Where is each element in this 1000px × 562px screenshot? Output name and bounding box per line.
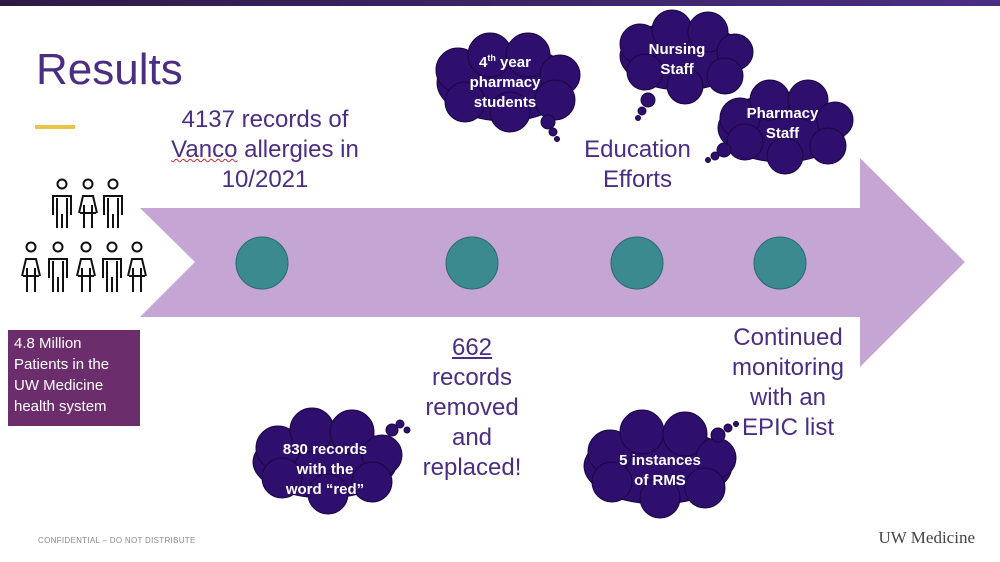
cloud-pharm-students-text: 4th year pharmacy students <box>455 48 555 113</box>
records-line-3: 10/2021 <box>221 166 309 193</box>
removed-line-5: replaced! <box>422 454 522 481</box>
patients-line-1: 4.8 Million <box>14 335 82 352</box>
records-text: 4137 records of Vanco allergies in 10/20… <box>165 105 365 195</box>
people-group-icon <box>21 178 147 292</box>
cloud-pharmacy-staff <box>705 79 854 175</box>
patients-line-4: health system <box>14 398 107 415</box>
patients-line-3: UW Medicine <box>14 377 104 394</box>
education-line-1: Education <box>584 136 691 163</box>
cloud-rms-line-1: 5 instances <box>619 452 701 469</box>
removed-line-3: removed <box>425 394 519 421</box>
cloud-rms-line-2: of RMS <box>634 472 686 489</box>
patients-line-2: Patients in the <box>14 356 110 373</box>
cloud-pharm-line-3: students <box>473 94 537 111</box>
timeline-node-4 <box>753 236 807 290</box>
cloud-nursing-line-2: Staff <box>660 61 694 78</box>
cloud-pharm-students <box>435 32 581 142</box>
cloud-rms <box>583 409 739 519</box>
timeline-node-1 <box>235 236 289 290</box>
education-text: Education Efforts <box>575 135 700 195</box>
records-line-2-rest: allergies in <box>237 136 359 163</box>
cloud-nursing-text: Nursing Staff <box>632 40 722 80</box>
timeline-arrow <box>140 158 965 367</box>
monitor-line-4: EPIC list <box>741 414 834 441</box>
removed-line-4: and <box>451 424 493 451</box>
cloud-pharmacy-staff-text: Pharmacy Staff <box>735 104 830 144</box>
cloud-pharmacy-line-2: Staff <box>765 125 800 142</box>
vanco-word: Vanco <box>171 136 238 163</box>
cloud-rms-text: 5 instances of RMS <box>605 451 715 491</box>
cloud-nursing-line-1: Nursing <box>648 41 706 58</box>
removed-line-2: records <box>431 364 513 391</box>
records-line-1: 4137 records of <box>181 106 349 133</box>
cloud-red-line-1: 830 records <box>282 441 368 458</box>
timeline-node-3 <box>610 236 664 290</box>
removed-count: 662 <box>451 334 493 361</box>
slide-title: Results <box>36 45 183 94</box>
patients-box: 4.8 Million Patients in the UW Medicine … <box>8 330 140 426</box>
cloud-red-word <box>252 407 411 515</box>
cloud-pharm-line-1: 4th year <box>479 53 531 71</box>
confidential-footer: CONFIDENTIAL – DO NOT DISTRIBUTE <box>38 536 196 545</box>
cloud-red-line-3: word “red” <box>285 481 365 498</box>
top-accent-bar <box>0 0 1000 6</box>
monitor-line-1: Continued <box>733 324 843 351</box>
education-line-2: Efforts <box>603 166 672 193</box>
title-accent-line <box>35 125 75 129</box>
cloud-red-line-2: with the <box>296 461 354 478</box>
brand-logo: UW Medicine <box>878 528 975 547</box>
timeline-node-2 <box>445 236 499 290</box>
monitor-line-2: monitoring <box>731 354 845 381</box>
removed-text: 662 records removed and replaced! <box>412 333 532 483</box>
records-line-2: Vanco allergies in <box>165 135 365 165</box>
cloud-red-word-text: 830 records with the word “red” <box>270 440 380 500</box>
cloud-pharm-line-2: pharmacy <box>469 74 541 91</box>
cloud-nursing <box>619 9 754 121</box>
monitor-text: Continued monitoring with an EPIC list <box>718 323 858 443</box>
monitor-line-3: with an <box>749 384 827 411</box>
cloud-pharmacy-line-1: Pharmacy <box>746 105 819 122</box>
